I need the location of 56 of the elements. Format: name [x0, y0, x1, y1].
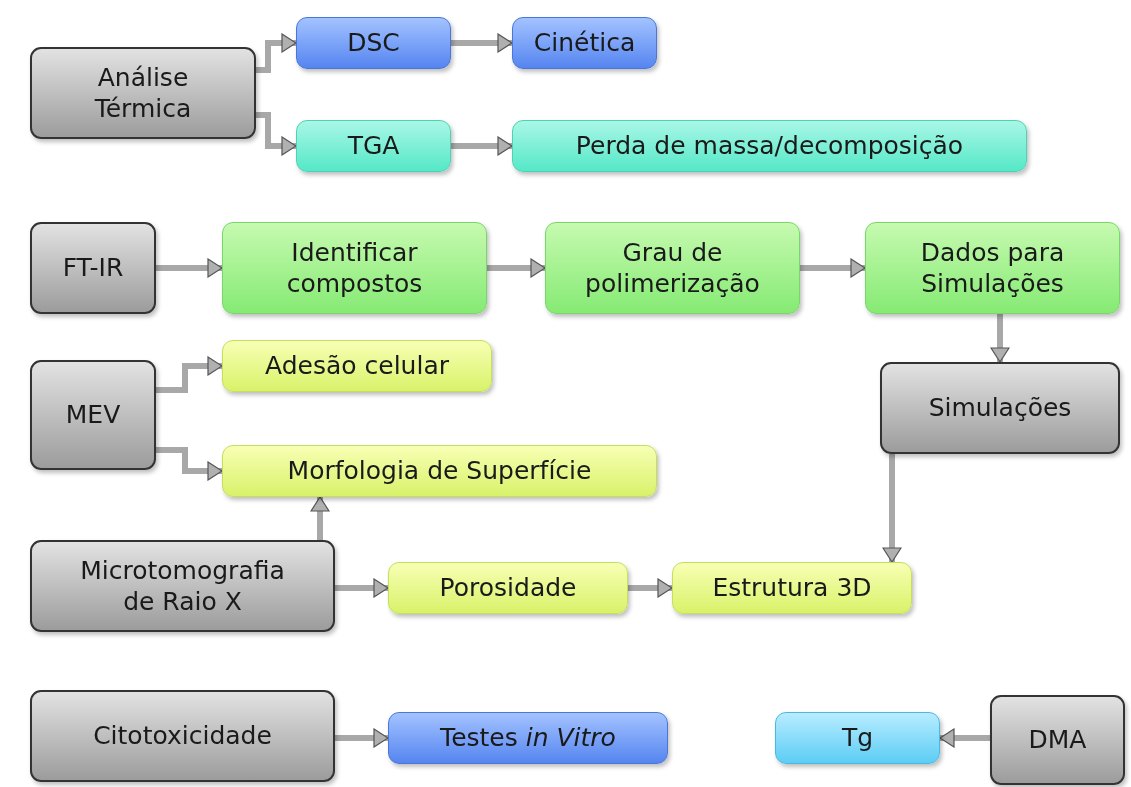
result-box — [512, 17, 657, 69]
box-label: Testes in Vitro — [440, 722, 616, 754]
box-label: MEV — [65, 399, 121, 431]
method-box — [30, 360, 156, 470]
arrow — [156, 356, 223, 393]
arrow — [800, 258, 866, 278]
box-label: Estrutura 3D — [712, 572, 872, 604]
arrow — [256, 33, 297, 73]
method-box — [30, 540, 335, 632]
box-label: Porosidade — [439, 572, 577, 604]
method-box — [30, 222, 156, 314]
method-box — [990, 695, 1125, 785]
result-box — [545, 222, 800, 314]
box-label: Identificar compostos — [285, 236, 424, 300]
box-label: Adesão celular — [265, 350, 449, 382]
box-label: Análise Térmica — [93, 61, 193, 125]
box-label: FT-IR — [62, 252, 124, 284]
box-label: DMA — [1028, 724, 1087, 756]
box-label: Grau de polimerização — [584, 236, 761, 300]
result-box — [296, 17, 451, 69]
box-label: Perda de massa/decomposição — [575, 130, 964, 162]
arrow — [256, 112, 297, 156]
result-box — [388, 562, 628, 614]
arrow — [882, 454, 902, 563]
box-label: Tg — [841, 722, 874, 754]
result-box — [865, 222, 1120, 314]
arrow — [310, 496, 330, 540]
arrow — [487, 258, 546, 278]
arrow — [451, 33, 513, 53]
result-box — [296, 120, 451, 172]
arrow — [990, 314, 1010, 363]
box-label: Microtomografia de Raio X — [79, 554, 286, 618]
arrow — [335, 578, 389, 598]
result-box — [388, 712, 668, 764]
result-box — [512, 120, 1027, 172]
box-label: Simulações — [928, 392, 1072, 424]
arrow — [156, 258, 223, 278]
arrow — [451, 136, 513, 156]
arrow — [335, 728, 389, 748]
box-label: TGA — [347, 130, 400, 162]
result-box — [775, 712, 940, 764]
arrow — [628, 578, 673, 598]
box-label: Citotoxicidade — [93, 720, 272, 752]
box-label: Cinética — [533, 27, 636, 59]
box-label: Morfologia de Superfície — [287, 455, 592, 487]
result-box — [672, 562, 912, 614]
method-box — [880, 362, 1120, 454]
method-box — [30, 690, 335, 782]
result-box — [222, 340, 492, 392]
box-label: DSC — [347, 27, 400, 59]
method-box — [30, 47, 256, 139]
result-box — [222, 222, 487, 314]
box-label: Dados para Simulações — [919, 236, 1066, 300]
arrow — [156, 447, 223, 481]
arrow — [939, 728, 990, 748]
result-box — [222, 445, 657, 497]
